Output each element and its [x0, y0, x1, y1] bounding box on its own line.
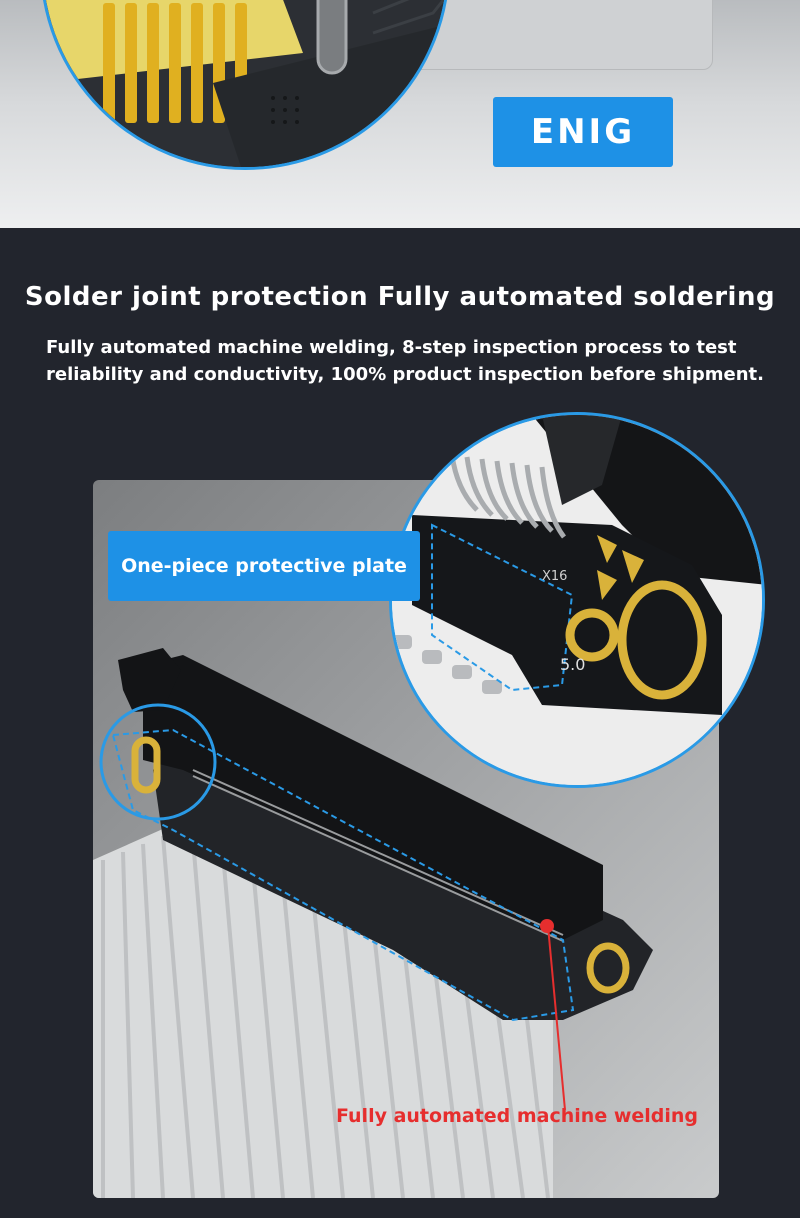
- gold-mounting-ring-zoom: [565, 580, 707, 700]
- description-line-1: Fully automated machine welding, 8-step …: [46, 337, 737, 358]
- gold-mounting-ring-left: [131, 736, 161, 794]
- connector-housing: [143, 655, 603, 940]
- top-grey-panel: [395, 0, 713, 70]
- ribbon-cable: [93, 820, 553, 1198]
- gold-finger-closeup-section: ENIG: [0, 0, 800, 228]
- machine-welding-label: Fully automated machine welding: [336, 1105, 699, 1127]
- description-line-2: reliability and conductivity, 100% produ…: [46, 364, 764, 385]
- section-description: Fully automated machine welding, 8-step …: [46, 334, 776, 388]
- pcb-marking-version: 5.0: [560, 655, 585, 674]
- protective-plate-label: One-piece protective plate: [108, 531, 420, 601]
- gold-finger-illustration: [43, 0, 447, 167]
- small-zoom-circle: [99, 703, 217, 821]
- section-title: Solder joint protection Fully automated …: [24, 282, 776, 312]
- brand-logo-icon: [597, 535, 644, 600]
- pcb-marking-x16: X16: [542, 569, 567, 584]
- pcb-zoom-illustration: X16 5.0: [392, 415, 762, 785]
- enig-badge: ENIG: [493, 97, 673, 167]
- gold-finger-zoom-circle: [40, 0, 450, 170]
- weld-point-marker: [540, 919, 554, 933]
- pcb-zoom-circle: X16 5.0: [389, 412, 765, 788]
- riser-connector-illustration: [93, 648, 653, 1198]
- gold-mounting-ring-right: [586, 942, 630, 994]
